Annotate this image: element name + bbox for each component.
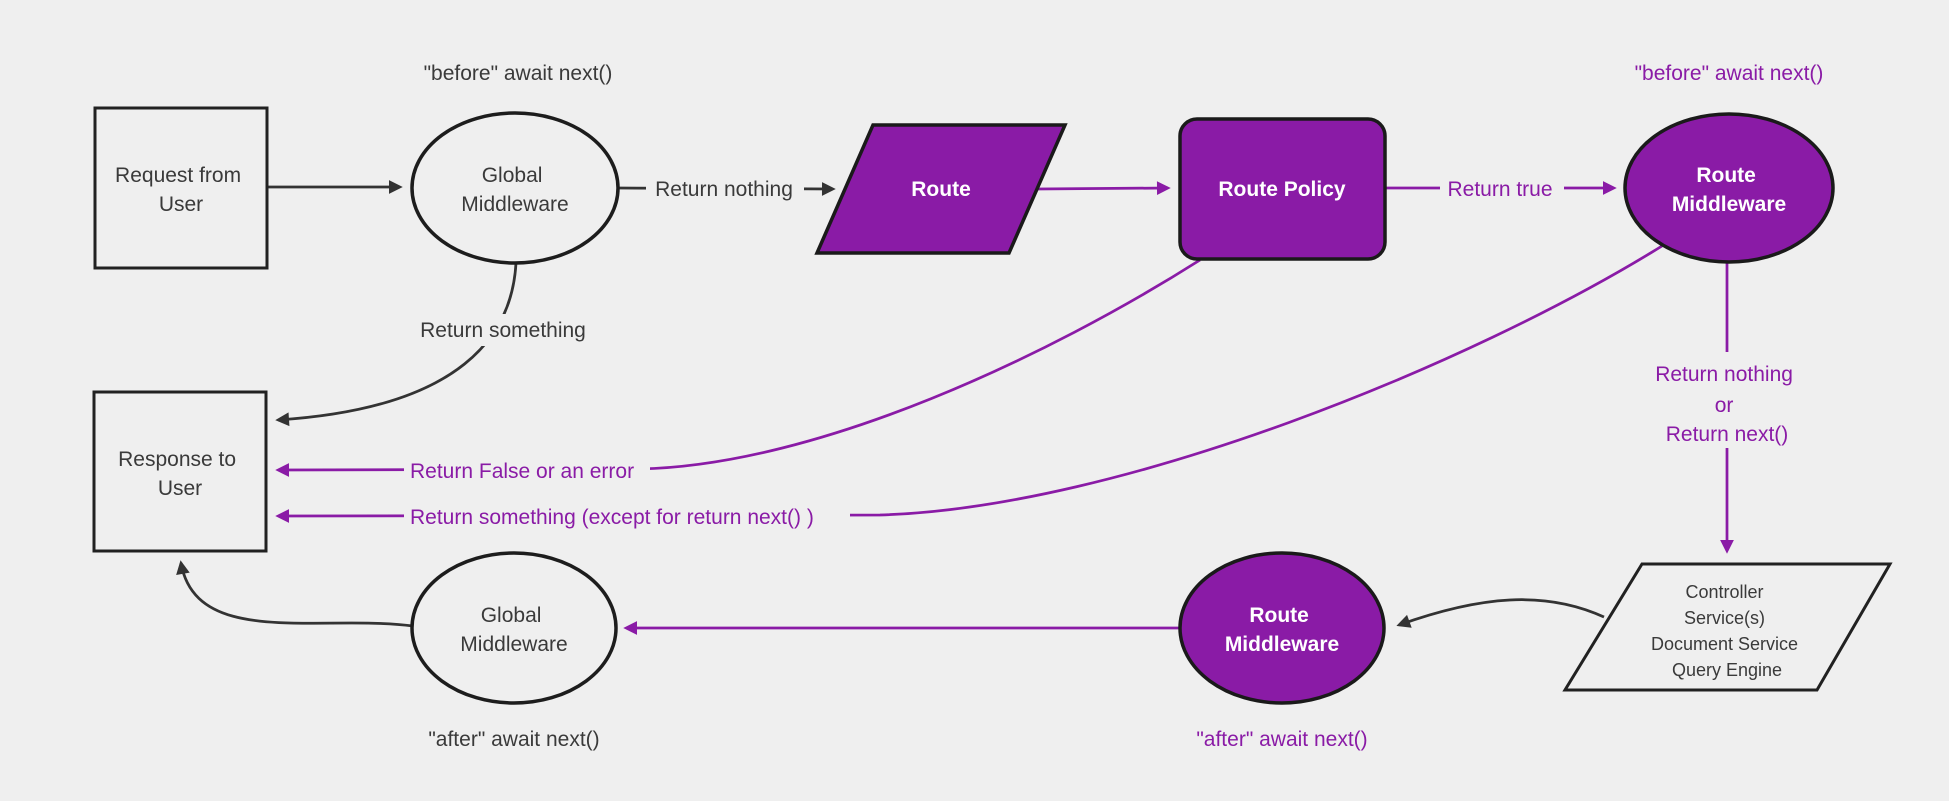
core-layers-shape [1562,562,1893,692]
edge-return-something-except-to-response [275,244,1663,523]
label-return-nothing-or-next-line2: or [1715,394,1734,417]
route-middleware-bottom-shape [1178,551,1386,705]
label-bg-return-nothing [646,172,804,204]
core-layers-node: Controller Service(s) Document Service Q… [1562,562,1893,692]
label-before-await-next-global: "before" await next() [424,62,613,85]
response-to-user-label: Response to User [118,448,242,500]
response-to-user-label-line2: User [158,477,202,500]
request-from-user-label: Request from User [115,164,247,216]
edge-label-backgrounds [404,172,1811,532]
response-to-user-shape [92,390,268,553]
route-middleware-top-label: Route Middleware [1672,164,1786,216]
label-return-something-except: Return something (except for return next… [410,506,814,529]
label-bg-return-nothing-or-next [1644,352,1811,448]
label-bg-return-false [404,454,650,486]
global-middleware-top-node: Global Middleware [410,111,620,265]
label-bg-return-true [1440,172,1564,204]
label-return-nothing: Return nothing [655,178,793,201]
label-after-await-next-global: "after" await next() [428,728,599,751]
route-policy-label: Route Policy [1218,178,1346,201]
edge-return-something-to-response [275,262,518,427]
core-layers-label-line4: Query Engine [1672,660,1782,680]
global-middleware-bottom-node: Global Middleware [410,551,618,705]
route-middleware-bottom-node: Route Middleware [1178,551,1386,705]
request-from-user-label-line2: User [159,193,203,216]
global-middleware-bottom-shape [410,551,618,705]
edge-return-false-to-response [275,258,1201,477]
edge-global-middleware-bottom-to-response [176,560,414,628]
nodes: Request from User Global Middleware Rout… [92,106,1893,705]
label-return-nothing-or-next-line1: Return nothing [1655,363,1793,386]
route-shape [814,123,1068,255]
response-to-user-label-line1: Response to [118,448,236,471]
route-middleware-top-node: Route Middleware [1623,112,1835,264]
global-middleware-top-label-line1: Global [482,164,543,187]
route-middleware-top-label-line2: Middleware [1672,193,1786,216]
request-from-user-shape [93,106,269,270]
request-from-user-label-line1: Request from [115,164,241,187]
label-return-true: Return true [1447,178,1552,201]
label-return-false-or-error: Return False or an error [410,460,634,483]
route-middleware-bottom-label-line2: Middleware [1225,633,1339,656]
global-middleware-top-label: Global Middleware [461,164,568,216]
label-bg-return-something-except [404,500,850,532]
label-return-nothing-or-next: Return nothing or Return next() [1655,363,1799,446]
label-after-await-next-route: "after" await next() [1196,728,1367,751]
global-middleware-bottom-label-line2: Middleware [460,633,567,656]
route-label: Route [911,178,971,201]
global-middleware-top-shape [410,111,620,265]
core-layers-label-line3: Document Service [1651,634,1798,654]
edge-labels: "before" await next() Return nothing Ret… [410,62,1823,751]
label-return-nothing-or-next-line3: Return next() [1666,423,1789,446]
global-middleware-bottom-label-line1: Global [481,604,542,627]
route-middleware-top-shape [1623,112,1835,264]
core-layers-label-line2: Service(s) [1684,608,1765,628]
response-to-user-node: Response to User [92,390,268,553]
edge-core-layers-to-route-middleware-bottom [1396,598,1605,628]
edge-route-to-route-policy [1036,181,1171,195]
route-policy-shape [1178,117,1387,261]
global-middleware-top-label-line2: Middleware [461,193,568,216]
route-middleware-top-label-line1: Route [1696,164,1756,187]
core-layers-label-line1: Controller [1685,582,1763,602]
label-bg-return-something [414,314,594,346]
route-middleware-bottom-label: Route Middleware [1225,604,1339,656]
request-from-user-node: Request from User [93,106,269,270]
label-before-await-next-route: "before" await next() [1635,62,1824,85]
route-middleware-bottom-label-line1: Route [1249,604,1309,627]
label-return-something: Return something [420,319,586,342]
route-node: Route [814,123,1068,255]
global-middleware-bottom-label: Global Middleware [460,604,567,656]
core-layers-label: Controller Service(s) Document Service Q… [1651,582,1803,680]
route-policy-node: Route Policy [1178,117,1387,261]
